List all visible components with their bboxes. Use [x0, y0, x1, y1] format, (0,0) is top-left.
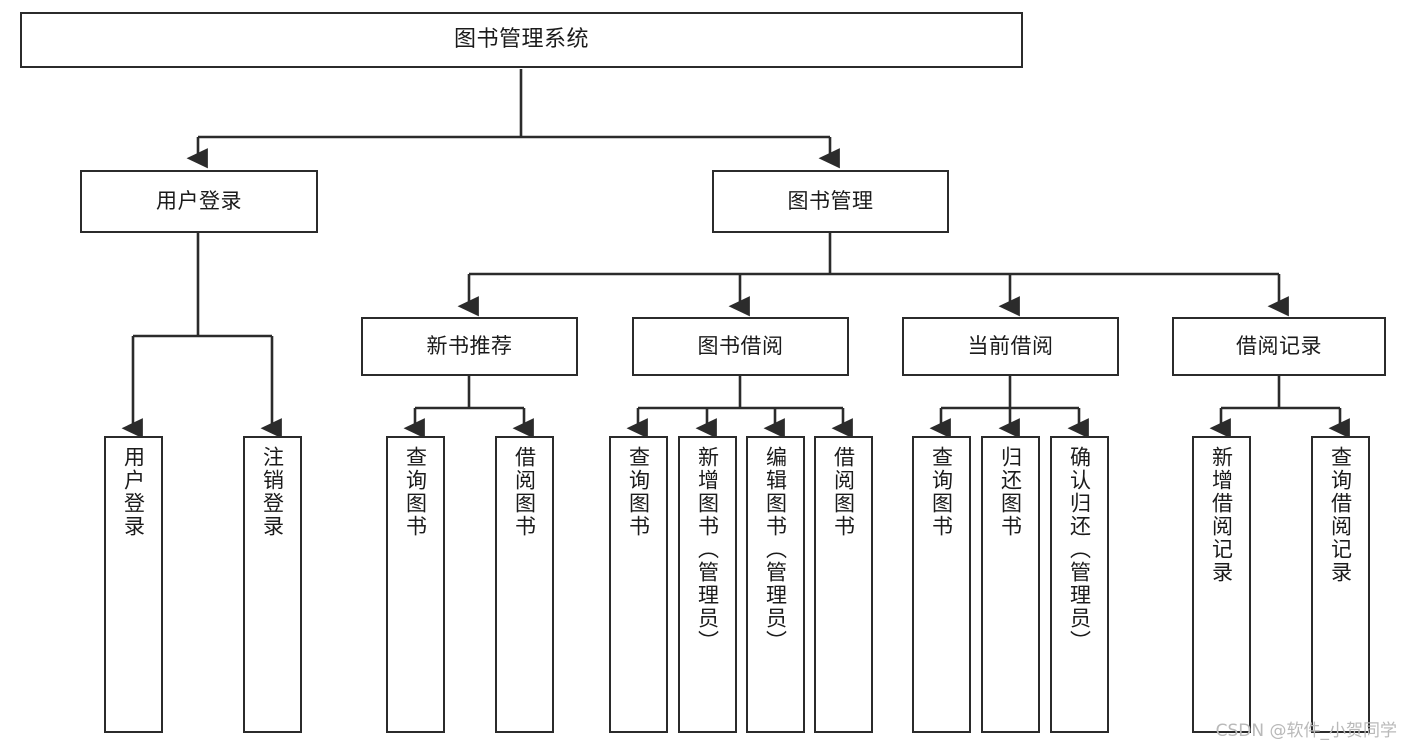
- leaf-query-book-borrow[interactable]: 查询图书: [609, 436, 668, 733]
- node-label: 新增借阅记录: [1209, 446, 1234, 584]
- node-book-borrow[interactable]: 图书借阅: [632, 317, 849, 376]
- node-book-management[interactable]: 图书管理: [712, 170, 949, 233]
- node-label: 借阅图书: [831, 446, 856, 538]
- leaf-add-borrow-record[interactable]: 新增借阅记录: [1192, 436, 1251, 733]
- node-label: 编辑图书（管理员）: [763, 446, 788, 653]
- node-label: 用户登录: [121, 446, 146, 538]
- leaf-query-book-recommend[interactable]: 查询图书: [386, 436, 445, 733]
- watermark-text: CSDN @软件_小贺同学: [1215, 721, 1397, 741]
- node-label: 注销登录: [260, 446, 285, 538]
- node-borrow-record[interactable]: 借阅记录: [1172, 317, 1386, 376]
- leaf-query-book-current[interactable]: 查询图书: [912, 436, 971, 733]
- node-new-book-recommend[interactable]: 新书推荐: [361, 317, 578, 376]
- node-label: 图书管理系统: [453, 26, 589, 52]
- leaf-borrow-book-recommend[interactable]: 借阅图书: [495, 436, 554, 733]
- leaf-query-borrow-record[interactable]: 查询借阅记录: [1311, 436, 1370, 733]
- node-label: 图书借阅: [697, 333, 784, 358]
- node-label: 归还图书: [998, 446, 1023, 538]
- node-label: 查询借阅记录: [1328, 446, 1353, 584]
- node-label: 借阅记录: [1236, 333, 1322, 358]
- node-root-system[interactable]: 图书管理系统: [20, 12, 1023, 68]
- node-label: 用户登录: [156, 188, 242, 213]
- leaf-return-book[interactable]: 归还图书: [981, 436, 1040, 733]
- node-label: 新书推荐: [426, 333, 513, 358]
- node-current-borrow[interactable]: 当前借阅: [902, 317, 1119, 376]
- node-label: 图书管理: [787, 188, 874, 213]
- node-label: 确认归还（管理员）: [1067, 446, 1092, 653]
- leaf-add-book-admin[interactable]: 新增图书（管理员）: [678, 436, 737, 733]
- leaf-edit-book-admin[interactable]: 编辑图书（管理员）: [746, 436, 805, 733]
- node-user-login[interactable]: 用户登录: [80, 170, 318, 233]
- leaf-borrow-book[interactable]: 借阅图书: [814, 436, 873, 733]
- node-label: 借阅图书: [512, 446, 537, 538]
- node-label: 查询图书: [929, 446, 954, 538]
- node-label: 当前借阅: [967, 333, 1054, 358]
- leaf-logout[interactable]: 注销登录: [243, 436, 302, 733]
- node-label: 新增图书（管理员）: [695, 446, 720, 653]
- leaf-confirm-return-admin[interactable]: 确认归还（管理员）: [1050, 436, 1109, 733]
- node-label: 查询图书: [403, 446, 428, 538]
- leaf-user-login[interactable]: 用户登录: [104, 436, 163, 733]
- node-label: 查询图书: [626, 446, 651, 538]
